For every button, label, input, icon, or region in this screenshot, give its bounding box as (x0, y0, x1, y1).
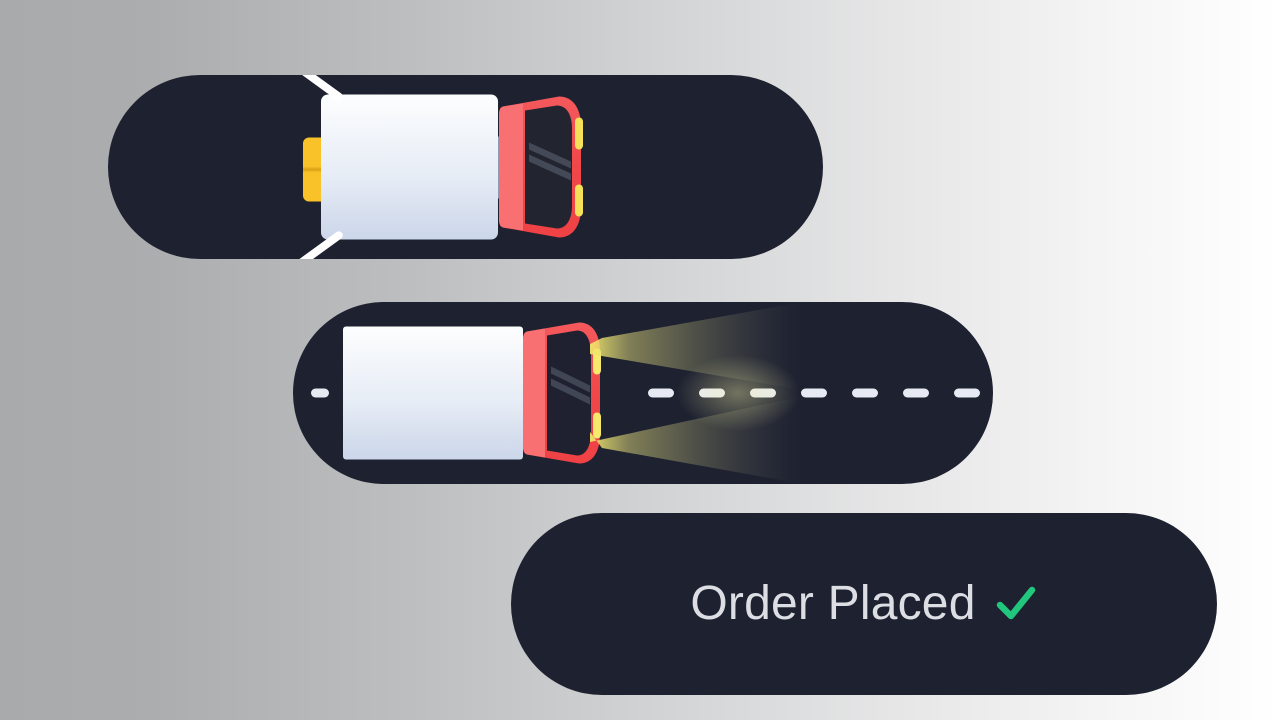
road-dash (903, 388, 929, 398)
capsule-truck-headlights (293, 302, 993, 484)
capsule-truck-speeding (108, 75, 823, 259)
truck-cab (499, 96, 583, 238)
road-dash (954, 388, 980, 398)
road-center-line (293, 388, 993, 398)
truck-trailer (343, 326, 523, 460)
truck-trailer (321, 94, 498, 240)
road-dash (852, 388, 878, 398)
capsule-order-status: Order Placed (511, 513, 1217, 695)
road-dash (648, 388, 674, 398)
road-dash (311, 388, 329, 398)
road-dash (699, 388, 725, 398)
order-status-row: Order Placed (511, 513, 1217, 695)
road-dash (801, 388, 827, 398)
order-status-label: Order Placed (690, 577, 976, 630)
check-mark-icon (996, 586, 1035, 620)
road-dash (750, 388, 776, 398)
truck-top-view (303, 94, 593, 240)
